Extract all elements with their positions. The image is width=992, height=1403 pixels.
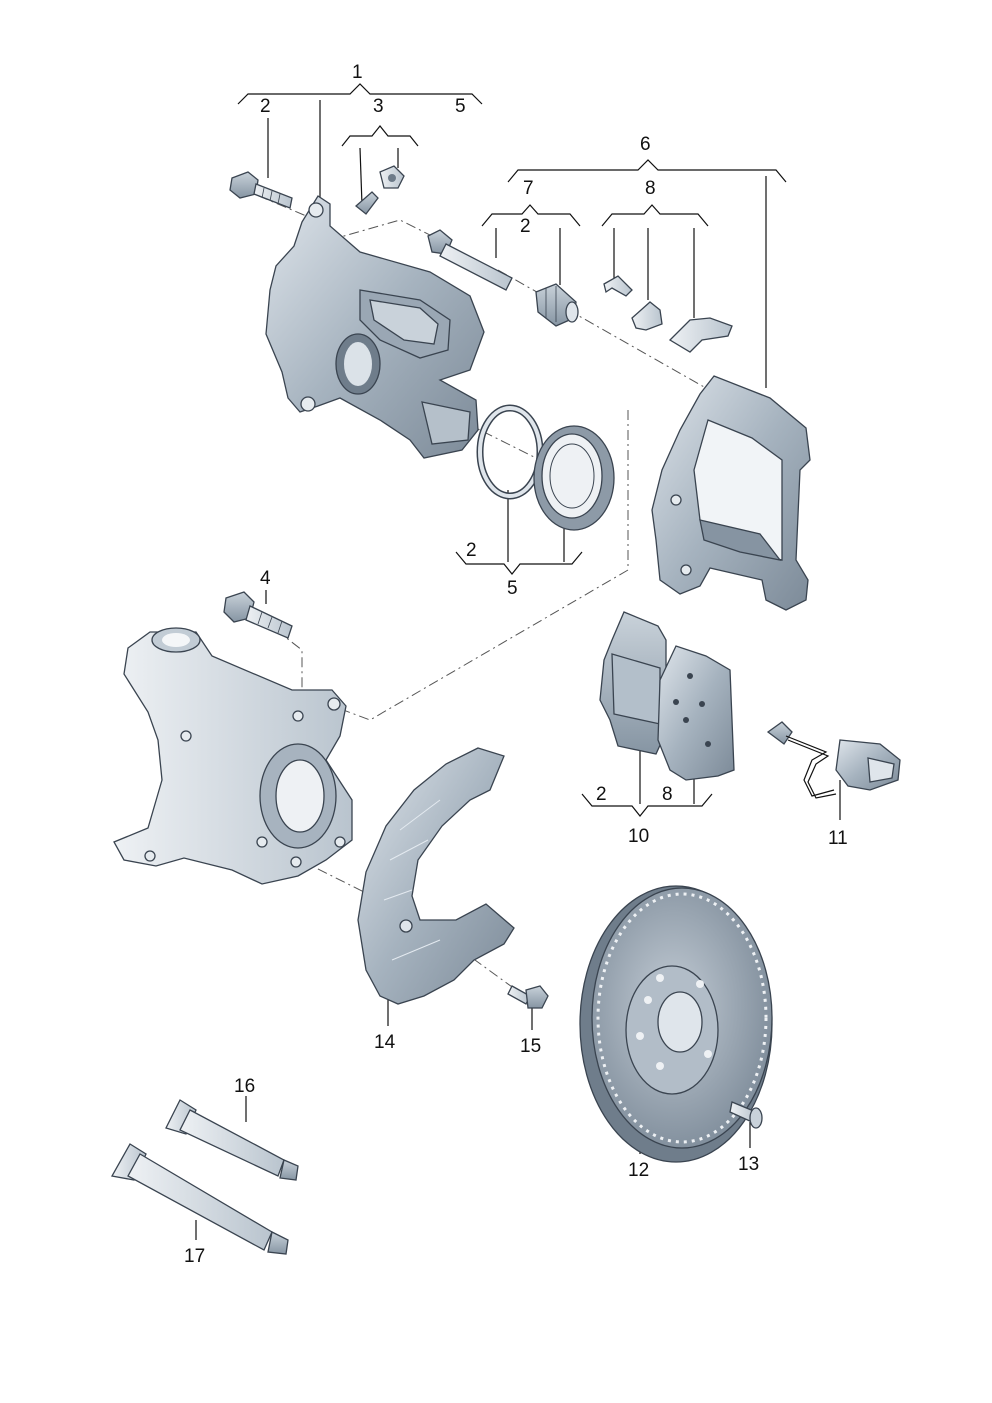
- shield-bolt-part: [507, 985, 549, 1009]
- guide-bushing-part: [535, 283, 579, 327]
- callout-10: 10: [628, 826, 649, 847]
- callout-2-pad: 2: [596, 784, 607, 805]
- brake-pads-part: [599, 611, 735, 781]
- dust-boot-part: [533, 425, 615, 531]
- callout-3: 3: [373, 96, 384, 117]
- piston-seal-part: [476, 404, 544, 500]
- callout-labels: 1 2 3 5 6 7 2 8 2 5 4 2 8 10 11 14 15 12…: [184, 62, 848, 1267]
- callout-7: 7: [523, 178, 534, 199]
- callout-16: 16: [234, 1076, 255, 1097]
- guide-pin-part: [427, 229, 513, 291]
- caliper-carrier-part: [651, 375, 811, 611]
- caliper-bolt-part: [229, 171, 293, 209]
- steering-knuckle-part: [113, 627, 353, 885]
- callout-15: 15: [520, 1036, 541, 1057]
- brake-caliper-part: [265, 195, 485, 459]
- callout-11: 11: [828, 828, 848, 849]
- callout-4: 4: [260, 568, 271, 589]
- retaining-clips-part: [603, 275, 733, 353]
- callout-13: 13: [738, 1154, 759, 1175]
- brake-disc-part: [579, 885, 773, 1163]
- callout-14: 14: [374, 1032, 396, 1053]
- bleeder-valve-part: [354, 165, 405, 215]
- splash-shield-part: [357, 747, 515, 1005]
- callout-2-seal: 2: [466, 540, 477, 561]
- callout-5-bottom: 5: [507, 578, 518, 599]
- callout-6: 6: [640, 134, 651, 155]
- callout-8-pad: 8: [662, 784, 673, 805]
- carrier-bolt-part: [223, 591, 293, 639]
- callout-8-top: 8: [645, 178, 656, 199]
- disc-screw-part: [729, 1101, 763, 1129]
- wear-sensor-part: [766, 721, 901, 799]
- callout-17: 17: [184, 1246, 205, 1267]
- callout-2-guide: 2: [520, 216, 531, 237]
- callout-5-top: 5: [455, 96, 466, 117]
- leader-lines: [195, 83, 841, 1240]
- grease-tube-16-part: [165, 1099, 299, 1181]
- grease-tube-17-part: [110, 1143, 289, 1255]
- callout-1: 1: [352, 62, 363, 83]
- callout-12: 12: [628, 1160, 649, 1181]
- callout-2-bolt: 2: [260, 96, 271, 117]
